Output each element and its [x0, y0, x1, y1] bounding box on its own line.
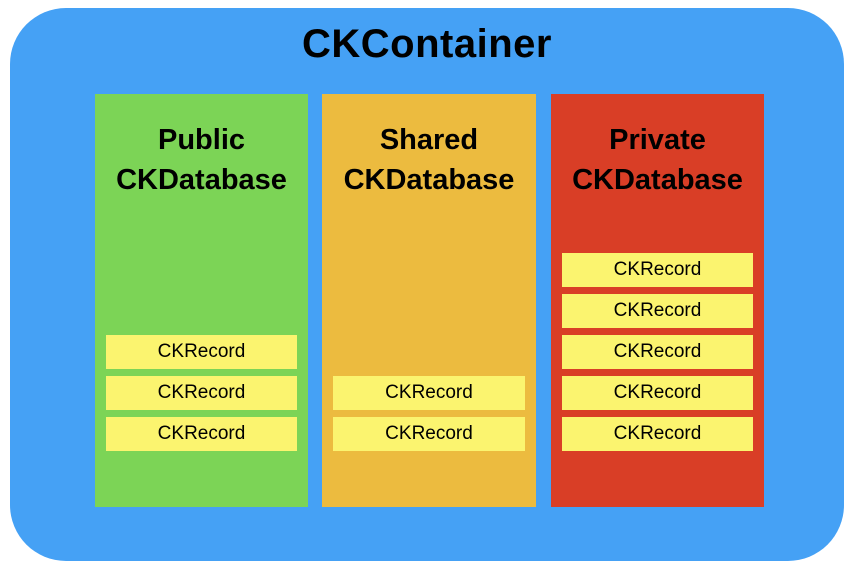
- private-database-title: Private CKDatabase: [551, 94, 764, 200]
- record-box: CKRecord: [562, 376, 753, 410]
- shared-database-title: Shared CKDatabase: [322, 94, 536, 200]
- database-title-line: Shared: [379, 124, 479, 156]
- public-database-box: Public CKDatabase CKRecord CKRecord CKRe…: [95, 94, 308, 507]
- record-box: CKRecord: [106, 376, 297, 410]
- private-records-stack: CKRecord CKRecord CKRecord CKRecord CKRe…: [562, 253, 753, 451]
- ckcontainer-title: CKContainer: [302, 22, 552, 66]
- record-box: CKRecord: [106, 335, 297, 369]
- record-box: CKRecord: [562, 294, 753, 328]
- shared-database-box: Shared CKDatabase CKRecord CKRecord: [322, 94, 536, 507]
- record-box: CKRecord: [106, 417, 297, 451]
- record-box: CKRecord: [562, 417, 753, 451]
- shared-records-stack: CKRecord CKRecord: [333, 376, 525, 451]
- database-title-line: CKDatabase: [343, 164, 515, 196]
- database-title-line: Public: [157, 124, 245, 156]
- database-title-line: Private: [609, 124, 706, 156]
- ckcontainer-box: CKContainer Public CKDatabase CKRecord C…: [10, 8, 844, 561]
- public-database-title: Public CKDatabase: [95, 94, 308, 200]
- record-box: CKRecord: [333, 417, 525, 451]
- record-box: CKRecord: [333, 376, 525, 410]
- public-records-stack: CKRecord CKRecord CKRecord: [106, 335, 297, 451]
- record-box: CKRecord: [562, 335, 753, 369]
- record-box: CKRecord: [562, 253, 753, 287]
- database-title-line: CKDatabase: [572, 164, 743, 196]
- private-database-box: Private CKDatabase CKRecord CKRecord CKR…: [551, 94, 764, 507]
- database-title-line: CKDatabase: [116, 164, 287, 196]
